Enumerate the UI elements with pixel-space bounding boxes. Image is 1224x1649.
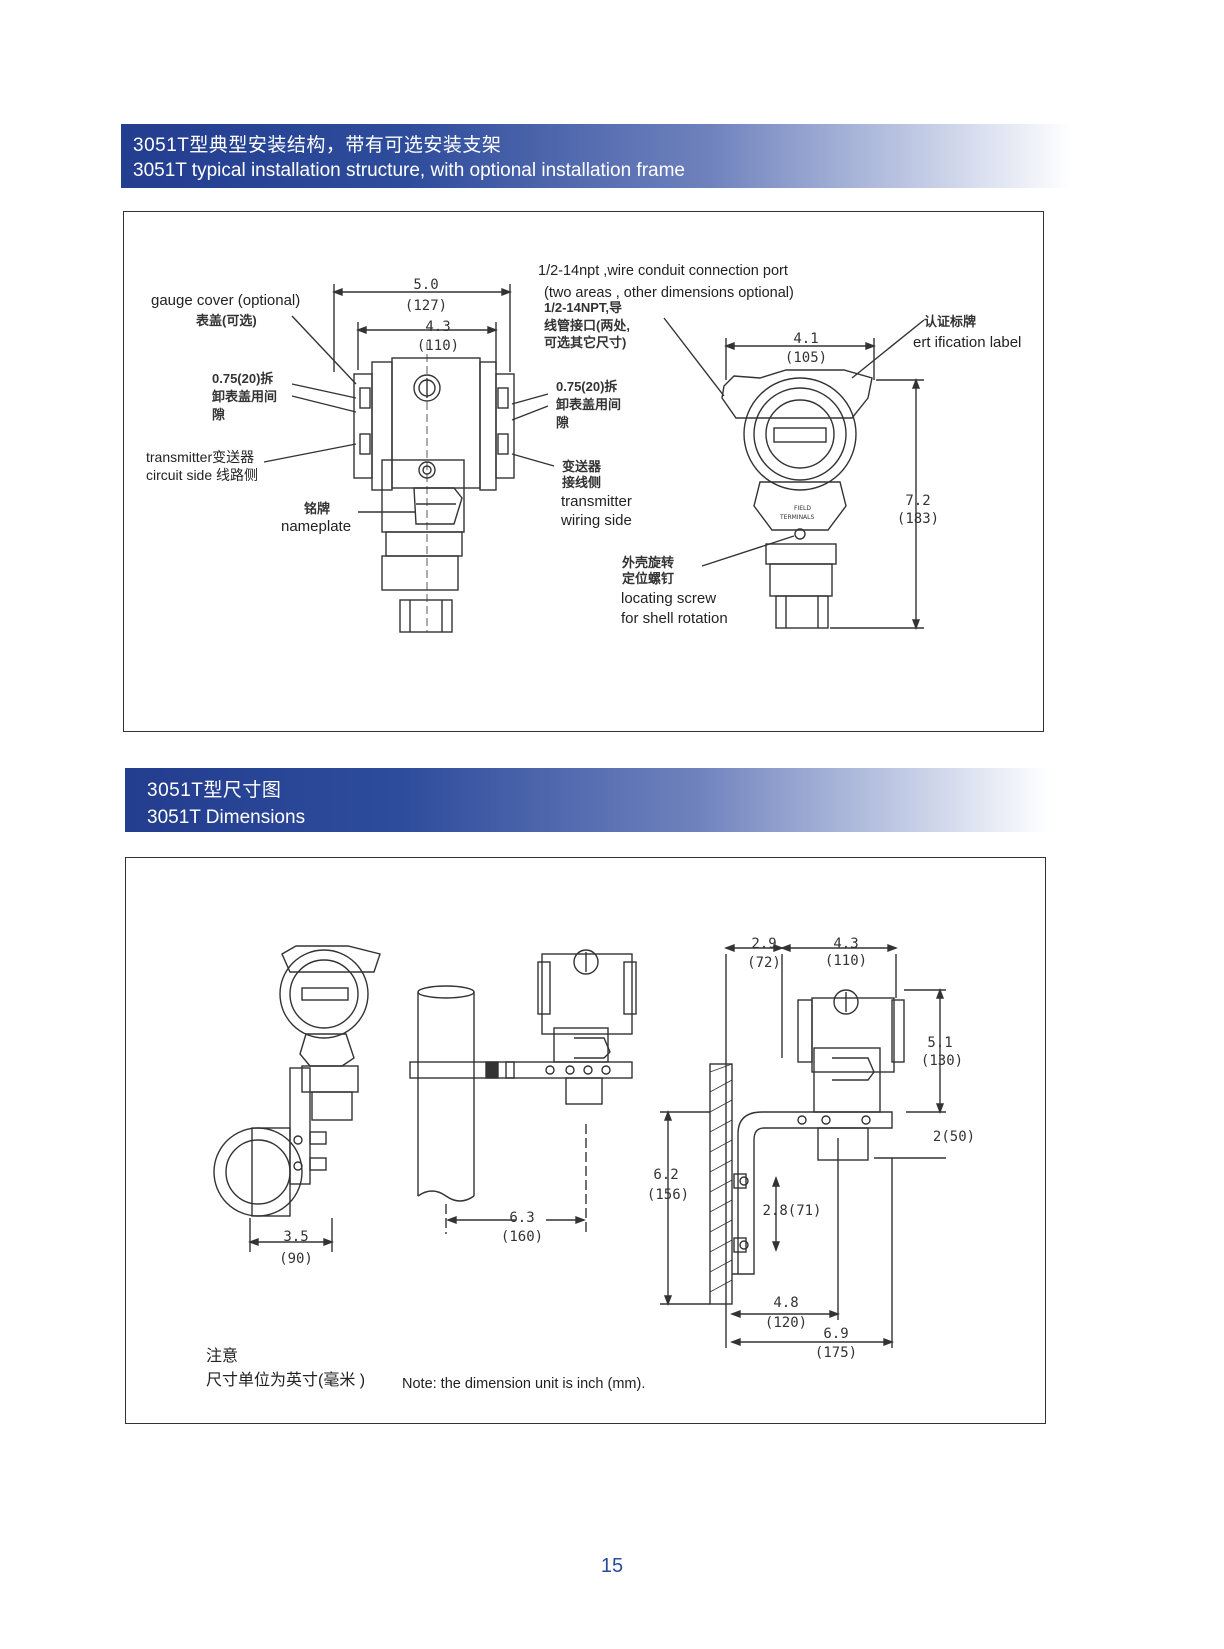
locating-screw-label-2: for shell rotation xyxy=(621,610,728,627)
dim-housing-width-mm: (110) xyxy=(824,953,868,969)
dim-bracket-reach-mm: (120) xyxy=(764,1315,808,1331)
clearance-label-left-1: 0.75(20)拆 xyxy=(212,371,274,386)
section-title-en: 3051T typical installation structure, wi… xyxy=(133,160,685,181)
certification-label: ert ification label xyxy=(913,334,1022,351)
dim-bracket-thickness: 2(50) xyxy=(932,1129,976,1145)
circuit-side-label-1: transmitter变送器 xyxy=(146,449,255,465)
dim-side-width: 4.1 xyxy=(793,331,819,347)
dim-housing-width: 4.3 xyxy=(833,936,859,952)
installation-drawing: FIELD TERMINALS xyxy=(263,284,925,633)
section-title-en: 3051T Dimensions xyxy=(147,807,306,828)
dim-housing-height: 5.1 xyxy=(927,1035,953,1051)
wiring-side-label-2: wiring side xyxy=(561,512,632,529)
dim-bolt-spacing: 2.8(71) xyxy=(762,1203,822,1219)
wall-mount-view xyxy=(660,943,946,1348)
installation-figure-frame: FIELD TERMINALS gauge cover (optional) xyxy=(123,211,1044,732)
clearance-label-right-2: 卸表盖用间 xyxy=(556,397,622,412)
dim-total-reach: 6.9 xyxy=(823,1326,849,1342)
wiring-side-label-1: transmitter xyxy=(561,493,632,510)
conduit-port-label-zh-3: 可选其它尺寸) xyxy=(544,335,627,350)
dim-bracket-reach: 4.8 xyxy=(773,1295,799,1311)
section-title-zh: 3051T型尺寸图 xyxy=(147,780,282,801)
dim-wall-gap: 2.9 xyxy=(751,936,777,952)
gauge-cover-label-zh: 表盖(可选) xyxy=(196,313,257,328)
clearance-label-left-2: 卸表盖用间 xyxy=(212,389,278,404)
nameplate-label-zh: 铭牌 xyxy=(304,501,331,516)
dim-height-mm: (183) xyxy=(896,511,940,527)
dim-height: 7.2 xyxy=(905,493,931,509)
dim-wall-gap-mm: (72) xyxy=(747,955,781,971)
conduit-port-label-2: (two areas , other dimensions optional) xyxy=(544,285,794,301)
clearance-label-right-1: 0.75(20)拆 xyxy=(556,379,618,394)
wiring-side-label-zh-1: 变送器 xyxy=(562,459,602,474)
clearance-label-right-3: 隙 xyxy=(556,415,570,430)
section-title-zh: 3051T型典型安装结构，带有可选安装支架 xyxy=(133,135,502,156)
note-title-zh: 注意 xyxy=(206,1348,239,1365)
dimensions-drawing xyxy=(213,943,946,1348)
clearance-label-left-3: 隙 xyxy=(212,407,226,422)
section-banner-installation: 3051T型典型安装结构，带有可选安装支架 3051T typical inst… xyxy=(121,124,1071,188)
conduit-port-label-zh-2: 线管接口(两处, xyxy=(544,318,630,333)
wiring-side-label-zh-2: 接线侧 xyxy=(562,475,602,490)
dim-side-width-mm: (105) xyxy=(784,350,828,366)
pipe-mount-front-view xyxy=(409,949,637,1234)
dim-pipe-offset-mm: (160) xyxy=(500,1229,544,1245)
nameplate-label: nameplate xyxy=(281,518,352,535)
conduit-port-label-zh-1: 1/2-14NPT,导 xyxy=(544,300,623,315)
conduit-port-label: 1/2-14npt ,wire conduit connection port xyxy=(538,263,788,279)
dim-width-inner: 4.3 xyxy=(425,319,451,335)
note-text-en: Note: the dimension unit is inch (mm). xyxy=(402,1376,646,1392)
note-text-zh: 尺寸单位为英寸(毫米 ) xyxy=(206,1372,366,1389)
page-number: 15 xyxy=(600,1555,624,1577)
dim-bracket-depth: 3.5 xyxy=(283,1229,309,1245)
transmitter-side-view: FIELD TERMINALS xyxy=(663,317,925,630)
locating-screw-label-1: locating screw xyxy=(621,590,717,607)
dimensions-figure-frame: 3.5 (90) 6.3 (160) 2.9 (72) 4.3 (110) 5.… xyxy=(125,857,1046,1424)
certification-label-zh: 认证标牌 xyxy=(924,314,977,329)
circuit-side-label-2: circuit side 线路侧 xyxy=(146,467,259,483)
dim-total-reach-mm: (175) xyxy=(814,1345,858,1361)
dim-width-outer: 5.0 xyxy=(413,277,439,293)
gauge-cover-label: gauge cover (optional) xyxy=(151,292,301,309)
dim-width-inner-mm: (110) xyxy=(416,338,460,354)
dim-width-outer-mm: (127) xyxy=(404,298,448,314)
transmitter-front-view xyxy=(263,284,555,633)
dim-housing-height-mm: (130) xyxy=(920,1053,964,1069)
field-terminals-label-2: TERMINALS xyxy=(779,514,815,521)
dim-pipe-offset: 6.3 xyxy=(509,1210,535,1226)
dim-bracket-height: 6.2 xyxy=(653,1167,679,1183)
section-banner-dimensions: 3051T型尺寸图 3051T Dimensions xyxy=(125,768,1049,832)
locating-screw-label-zh-2: 定位螺钉 xyxy=(622,571,675,586)
field-terminals-label-1: FIELD xyxy=(794,505,811,512)
pipe-mount-side-view xyxy=(213,945,381,1252)
locating-screw-label-zh-1: 外壳旋转 xyxy=(622,555,675,570)
dim-bracket-height-mm: (156) xyxy=(646,1187,690,1203)
dim-bracket-depth-mm: (90) xyxy=(279,1251,313,1267)
